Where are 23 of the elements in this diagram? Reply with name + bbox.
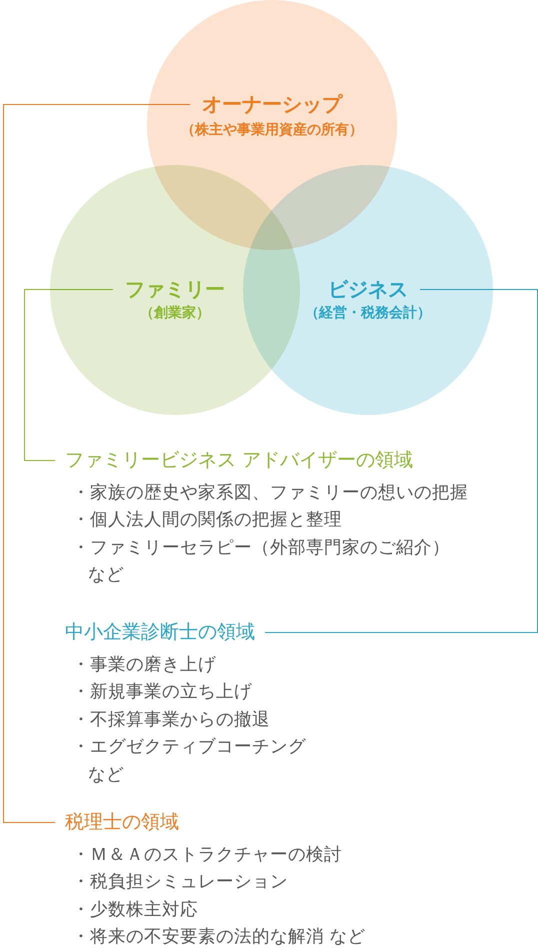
bullet-item: ・個人法人間の関係の把握と整理 bbox=[72, 509, 342, 532]
bullet-item: ・エグゼクティブコーチング bbox=[72, 736, 306, 759]
bullet-item: ・不採算事業からの撤退 bbox=[72, 709, 270, 732]
circle-title: ファミリー bbox=[125, 277, 225, 301]
circle-subtitle: （創業家） bbox=[140, 304, 210, 322]
bullet-item: ・少数株主対応 bbox=[72, 899, 198, 922]
section-heading: ファミリービジネス アドバイザーの領域 bbox=[55, 448, 424, 472]
bullet-item: ・税負担シミュレーション bbox=[72, 871, 288, 894]
circle-title: オーナーシップ bbox=[202, 92, 342, 116]
circle-subtitle: （株主や事業用資産の所有） bbox=[181, 121, 363, 139]
bullet-item: ・新規事業の立ち上げ bbox=[72, 681, 252, 704]
section-heading: 中小企業診断士の領域 bbox=[55, 620, 265, 644]
bullet-item: ・Ｍ＆Ａのストラクチャーの検討 bbox=[72, 844, 342, 867]
circle-title: ビジネス bbox=[328, 277, 408, 301]
section-heading: 税理士の領域 bbox=[55, 810, 189, 834]
leader-line bbox=[264, 289, 538, 633]
bullet-item: ・事業の磨き上げ bbox=[72, 654, 216, 677]
bullet-item: ・家族の歴史や家系図、ファミリーの想いの把握 bbox=[72, 482, 468, 505]
bullet-item: ・将来の不安要素の法的な解消 など bbox=[72, 926, 366, 948]
circle-subtitle: （経営・税務会計） bbox=[305, 304, 431, 322]
note-text: など bbox=[88, 564, 124, 587]
note-text: など bbox=[88, 764, 124, 787]
bullet-item: ・ファミリーセラピー（外部専門家のご紹介） bbox=[72, 537, 450, 560]
